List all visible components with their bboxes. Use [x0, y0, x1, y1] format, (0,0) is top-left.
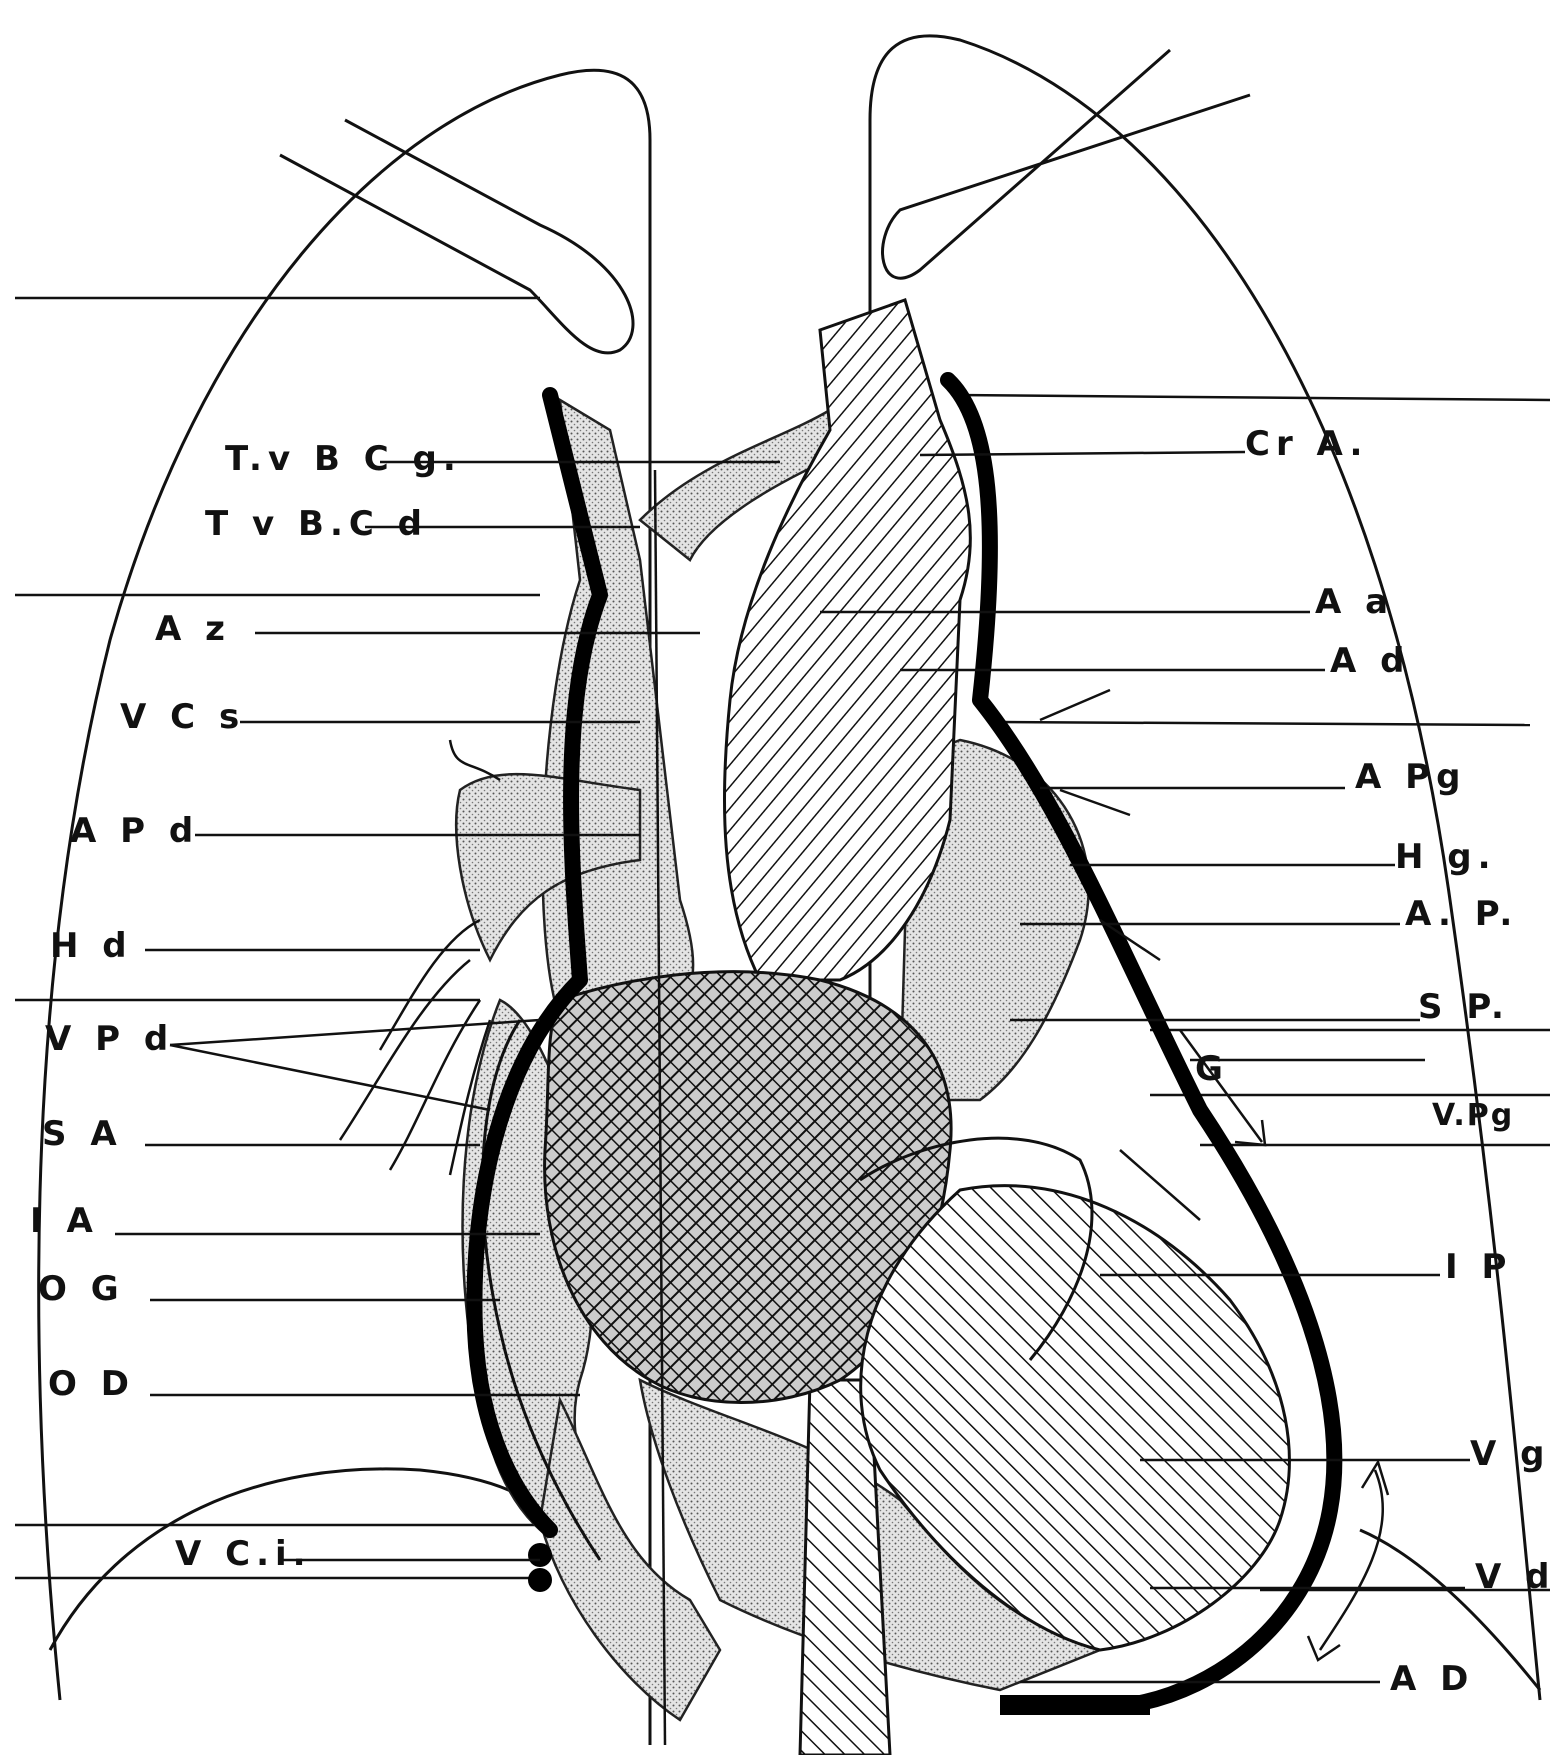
label-tvbcd: T v B.C d [205, 504, 428, 544]
right-clavicle [883, 50, 1250, 278]
label-aa: A a [1315, 582, 1394, 622]
label-az: A z [155, 609, 231, 649]
label-vd: V d [1475, 1557, 1556, 1597]
label-vci: V C.i. [175, 1534, 312, 1574]
label-hd: H d [50, 926, 133, 966]
label-tvbcg: T.v B C g. [225, 439, 462, 479]
left-clavicle [280, 120, 633, 353]
label-vg: V g [1470, 1434, 1551, 1474]
label-sa: S A [42, 1114, 123, 1154]
label-sp: S P. [1418, 987, 1510, 1027]
label-apg: A Pg [1355, 757, 1466, 797]
label-od: O D [48, 1364, 135, 1404]
label-ap: A. P. [1405, 894, 1518, 934]
label-ia: I A [30, 1201, 99, 1241]
label-vpd: V P d [45, 1019, 174, 1059]
label-g: G [1195, 1049, 1229, 1089]
label-ad: A d [1330, 641, 1411, 681]
label-vpg: V.Pg [1432, 1098, 1514, 1133]
label-hg: H g. [1395, 837, 1497, 877]
label-apd: A P d [70, 811, 199, 851]
label-ip: I P [1445, 1247, 1512, 1287]
label-vcs: V C s [120, 697, 245, 737]
label-og: O G [38, 1269, 125, 1309]
label-cra: Cr A. [1245, 424, 1368, 464]
label-adr: A D [1390, 1659, 1474, 1699]
